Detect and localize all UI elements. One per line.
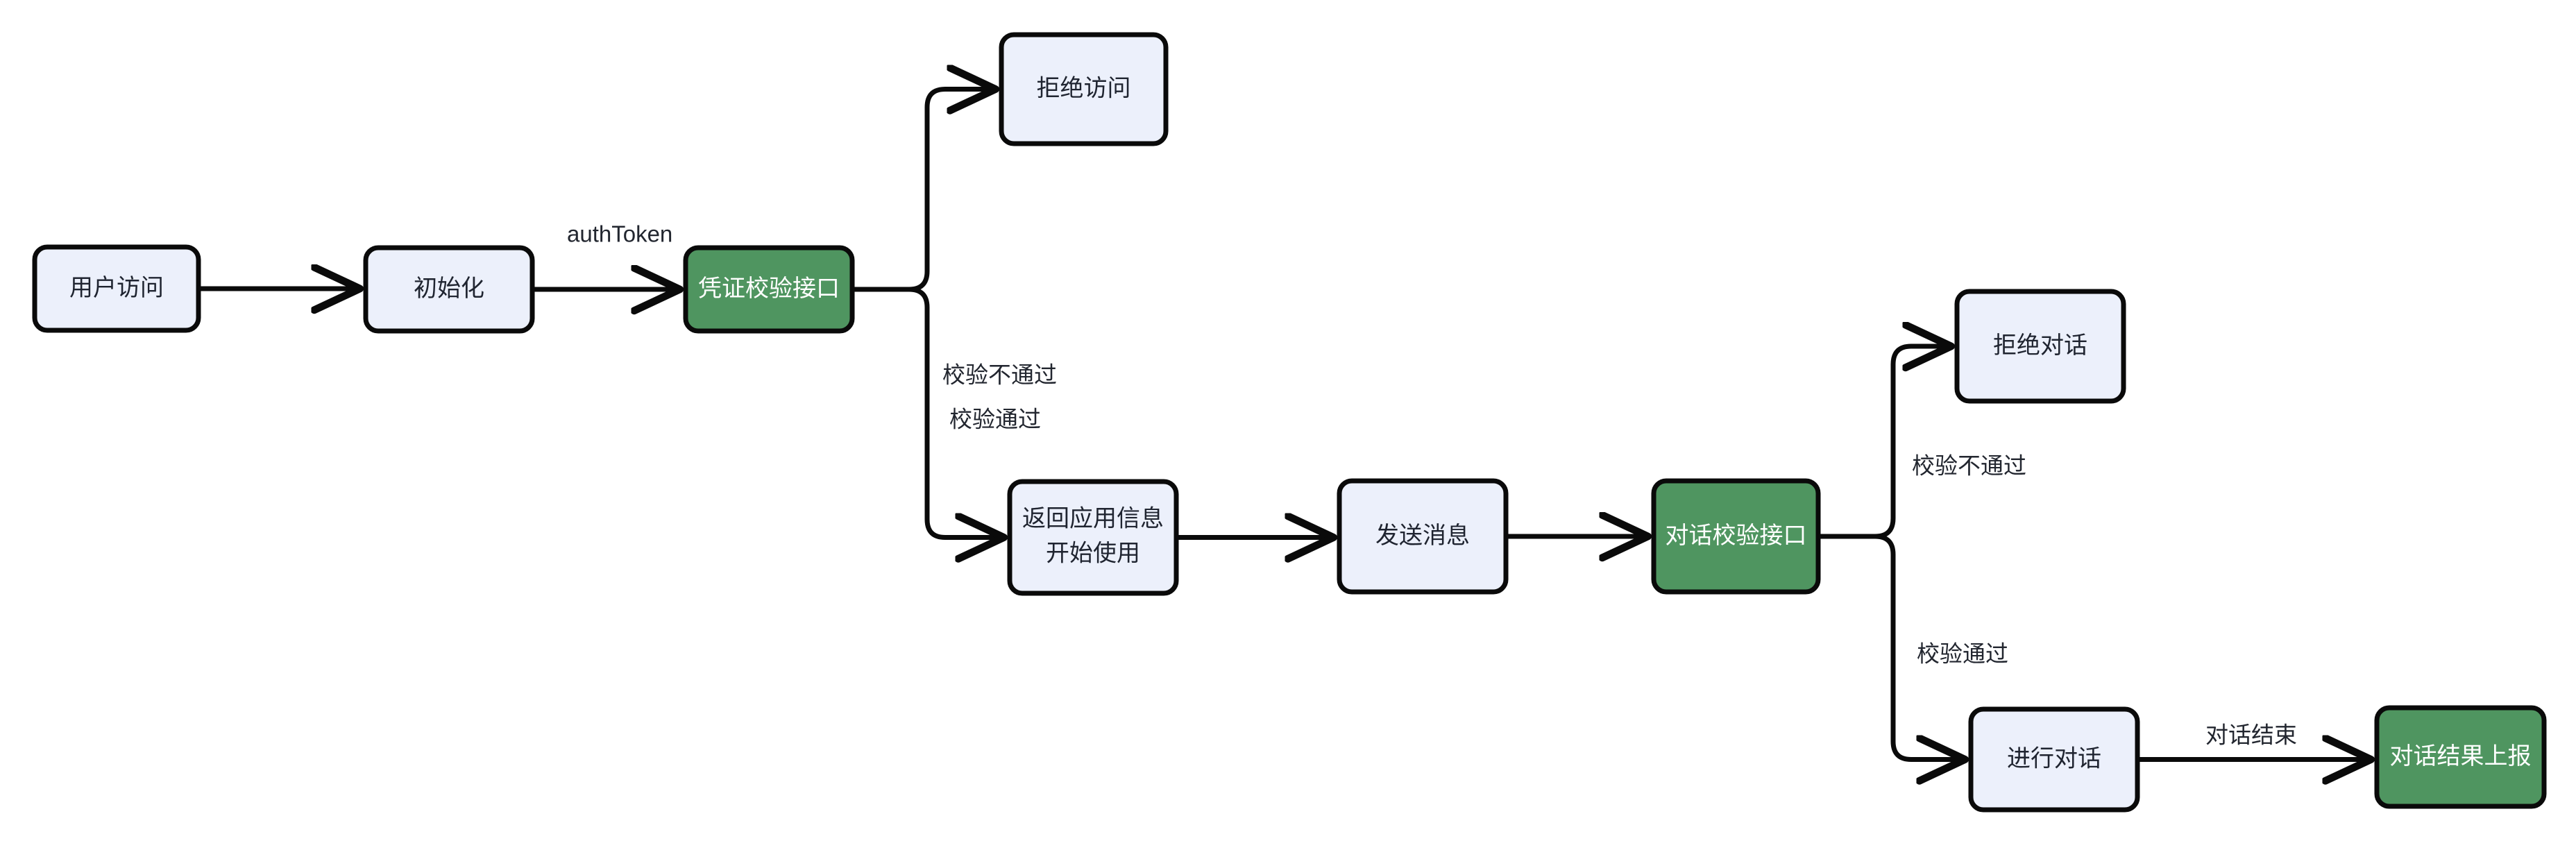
node-label-send-message: 发送消息 [1375,523,1470,549]
edge-dialog-verify-api-to-do-dialog [1818,534,1961,760]
edge-credential-api-to-return-app-info [852,287,1000,538]
node-box-deny-access [999,32,1169,146]
node-box-reject-dialog [1954,289,2126,404]
node-send-message[interactable]: 发送消息 [1337,478,1509,595]
node-label-user-access: 用户访问 [69,275,164,301]
node-label-deny-access: 拒绝访问 [1037,75,1131,101]
node-user-access[interactable]: 用户访问 [32,244,201,333]
edge-credential-api-to-deny-access [852,90,992,292]
edge-label-e7: 校验不通过 [1912,453,2026,479]
node-box-dialog-verify-api [1651,478,1821,595]
edge-label-e8: 校验通过 [1917,641,2008,667]
edge-label-e9: 对话结束 [2205,722,2297,748]
node-label-reject-dialog: 拒绝对话 [1993,332,2087,359]
node-label-return-app-info-line1: 返回应用信息 [1022,505,1164,532]
node-box-initialize [363,245,535,334]
node-label-initialize: 初始化 [414,275,484,302]
edges-layer [198,90,2367,760]
node-dialog-verify-api[interactable]: 对话校验接口 [1651,478,1821,595]
node-box-report-result [2374,705,2547,809]
node-label-do-dialog: 进行对话 [2007,745,2101,772]
node-reject-dialog[interactable]: 拒绝对话 [1954,289,2126,404]
node-box-send-message [1337,478,1509,595]
edge-dialog-verify-api-to-reject-dialog [1818,346,1947,539]
edge-label-e2: authToken [567,221,672,247]
node-report-result[interactable]: 对话结果上报 [2374,705,2547,809]
node-credential-api[interactable]: 凭证校验接口 [683,245,855,334]
edge-label-e3: 校验不通过 [942,362,1057,388]
node-label-return-app-info-line2: 开始使用 [1046,540,1140,566]
node-box-do-dialog [1968,706,2140,813]
node-do-dialog[interactable]: 进行对话 [1968,706,2140,813]
node-deny-access[interactable]: 拒绝访问 [999,32,1169,146]
node-initialize[interactable]: 初始化 [363,245,535,334]
node-box-credential-api [683,245,855,334]
node-box-return-app-info [1007,479,1179,596]
node-label-report-result: 对话结果上报 [2390,743,2532,770]
node-box-user-access [32,244,201,333]
node-label-credential-api: 凭证校验接口 [698,275,840,302]
node-label-dialog-verify-api: 对话校验接口 [1666,523,1807,549]
edge-label-e4: 校验通过 [949,407,1041,432]
